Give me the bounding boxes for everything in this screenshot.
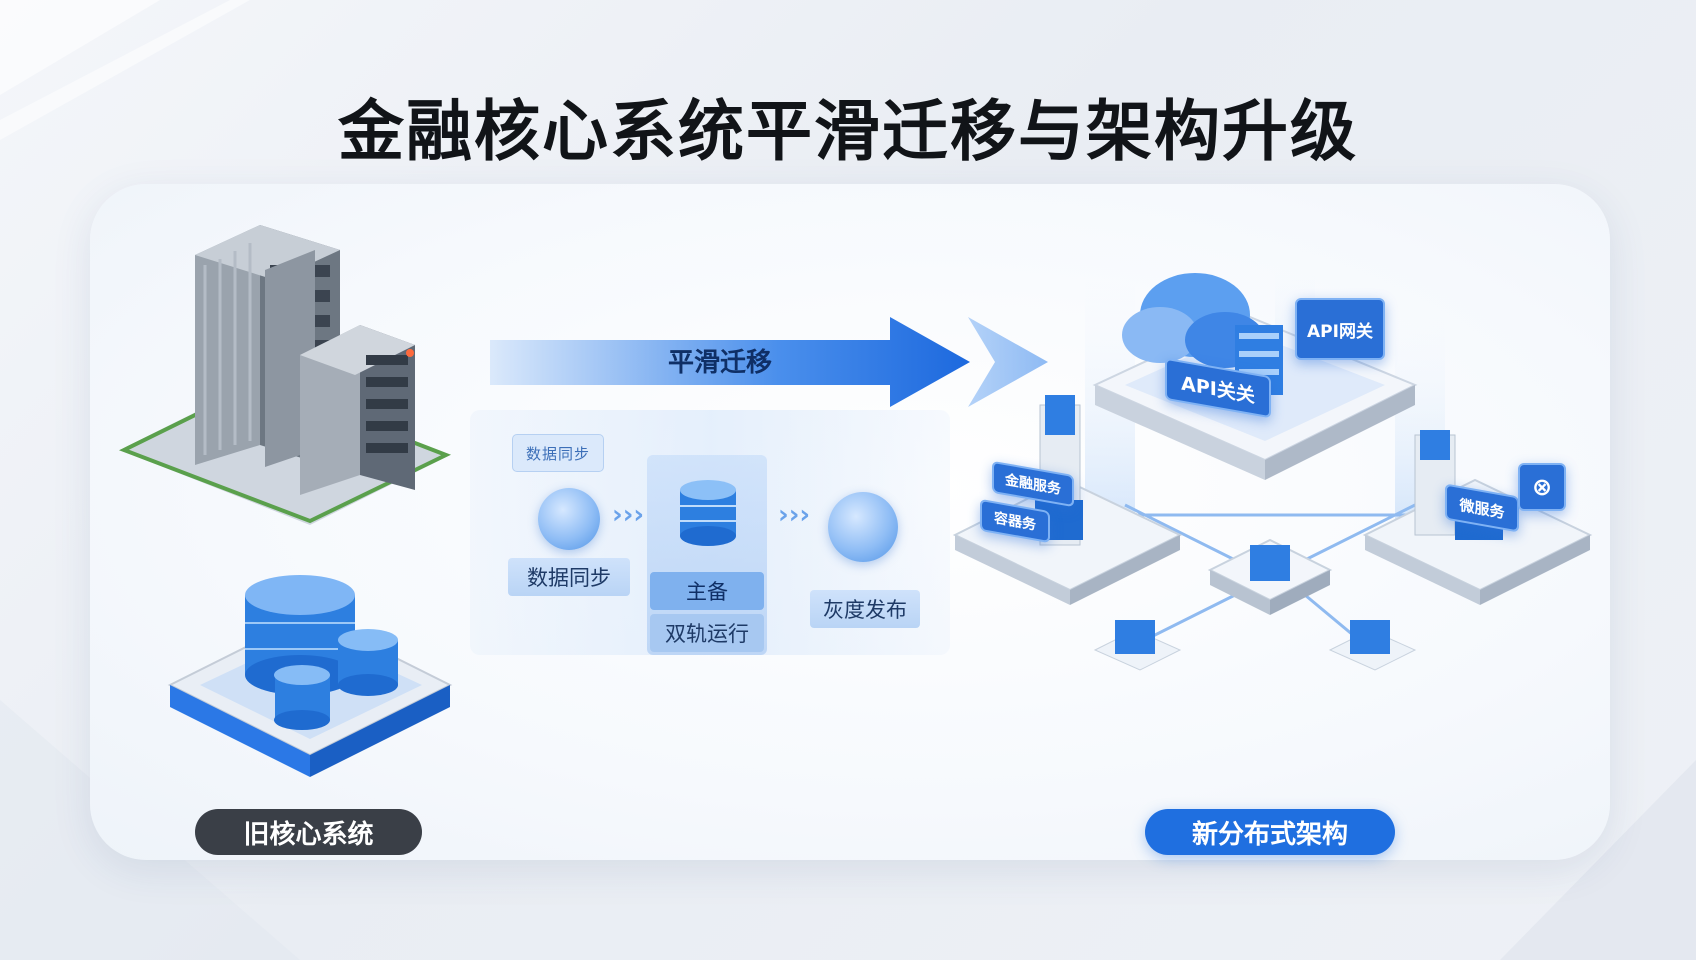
dual-track-label: 双轨运行 (650, 614, 764, 652)
migration-arrow (490, 317, 1048, 407)
network-icon: ⊗ (1518, 463, 1566, 511)
sync-tag: 数据同步 (512, 434, 604, 472)
old-database-icon (167, 575, 453, 777)
database-icon (680, 480, 736, 546)
old-server-building-icon (119, 225, 452, 525)
migration-arrow-label: 平滑迁移 (667, 348, 772, 378)
new-distributed-architecture-label: 新分布式架构 (1145, 809, 1395, 855)
dual-track-top-label: 主备 (650, 572, 764, 610)
api-management-badge: API网关 (1295, 298, 1385, 360)
data-sync-icon (538, 488, 600, 550)
gray-release-label: 灰度发布 (810, 590, 920, 628)
flow-arrow-icon: ››› (612, 500, 645, 530)
old-core-system-label: 旧核心系统 (195, 809, 422, 855)
flow-arrow-icon: ››› (778, 500, 811, 530)
gray-release-icon (828, 492, 898, 562)
data-sync-label: 数据同步 (508, 558, 630, 596)
page-title: 金融核心系统平滑迁移与架构升级 (338, 93, 1358, 170)
